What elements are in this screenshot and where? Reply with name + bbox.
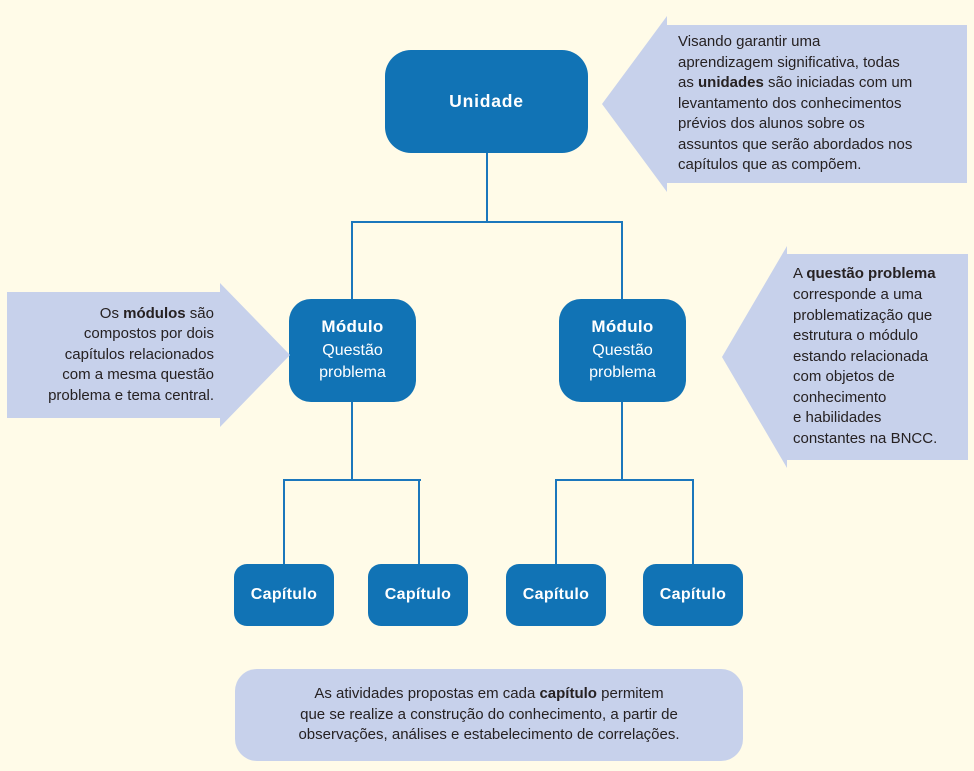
node-unidade-label: Unidade: [449, 91, 524, 111]
node-modulo-1-subtitle: Questão problema: [319, 342, 386, 381]
callout-capitulo-text: As atividades propostas em cada capítulo…: [298, 685, 680, 744]
callout-questao-problema-arrow: A questão problema corresponde a uma pro…: [722, 246, 968, 468]
callout-questao-problema-text: A questão problema corresponde a uma pro…: [793, 265, 938, 448]
node-capitulo-2-label: Capítulo: [384, 586, 452, 603]
connector-modulo-2-branch: [555, 479, 694, 481]
node-modulo-2-title: Módulo: [591, 317, 654, 336]
node-modulo-1: Módulo Questão problema: [289, 299, 416, 402]
node-capitulo-1-label: Capítulo: [250, 586, 318, 603]
connector-unidade-branch: [351, 221, 623, 223]
node-capitulo-3-label: Capítulo: [522, 586, 590, 603]
callout-unidade-arrow: Visando garantir uma aprendizagem signif…: [602, 16, 967, 192]
connector-modulo-1-branch: [283, 479, 421, 481]
callout-capitulo-box: As atividades propostas em cada capítulo…: [235, 669, 743, 761]
node-modulo-2-subtitle: Questão problema: [589, 342, 656, 381]
connector-modulo-2-trunk: [621, 401, 623, 481]
callout-modulo-arrow: Os módulos são compostos por dois capítu…: [7, 283, 290, 427]
node-modulo-1-title: Módulo: [321, 317, 384, 336]
node-capitulo-1: Capítulo: [234, 564, 334, 626]
connector-unidade-trunk: [486, 152, 488, 222]
connector-to-modulo-1: [351, 221, 353, 300]
connector-modulo-1-trunk: [351, 401, 353, 481]
node-modulo-2: Módulo Questão problema: [559, 299, 686, 402]
node-capitulo-3: Capítulo: [506, 564, 606, 626]
node-capitulo-2: Capítulo: [368, 564, 468, 626]
connector-to-capitulo-2: [418, 479, 420, 565]
node-unidade: Unidade: [385, 50, 588, 153]
callout-modulo-text: Os módulos são compostos por dois capítu…: [48, 304, 214, 404]
connector-to-capitulo-1: [283, 479, 285, 565]
connector-to-capitulo-4: [692, 479, 694, 565]
connector-to-capitulo-3: [555, 479, 557, 565]
connector-to-modulo-2: [621, 221, 623, 300]
callout-unidade-text: Visando garantir uma aprendizagem signif…: [678, 32, 913, 174]
node-capitulo-4-label: Capítulo: [659, 586, 727, 603]
node-capitulo-4: Capítulo: [643, 564, 743, 626]
